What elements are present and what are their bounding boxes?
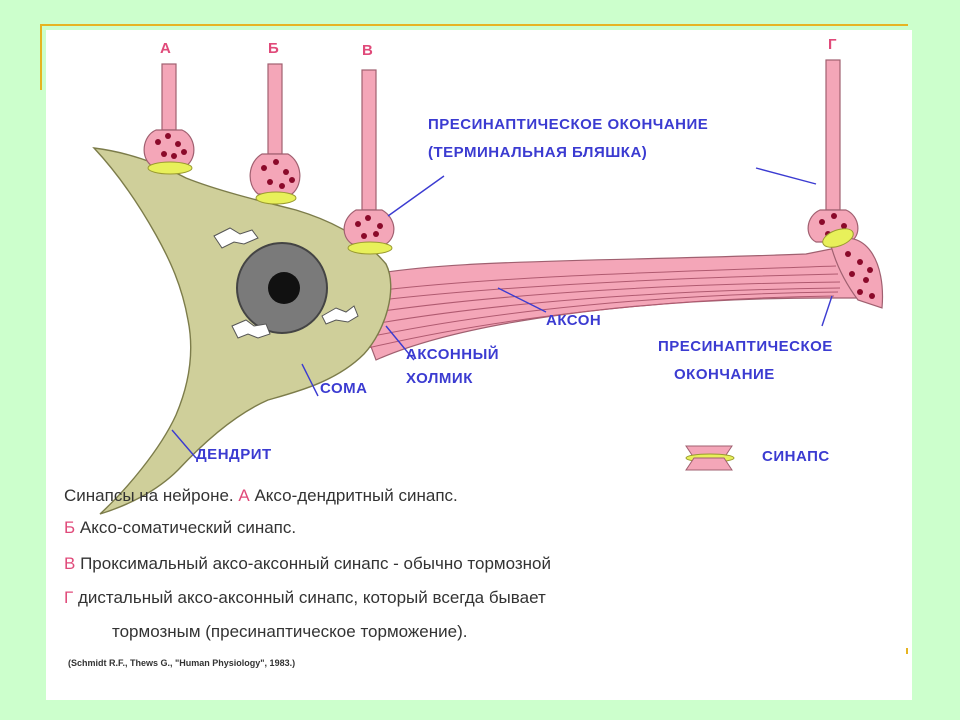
label-presynaptic-ending-2: (ТЕРМИНАЛЬНАЯ БЛЯШКА) xyxy=(428,144,648,161)
label-letter-a: А xyxy=(160,40,171,57)
caption-line-2-rest: Аксо-соматический синапс. xyxy=(79,518,297,537)
caption-line-4: Г дистальный аксо-аксонный синапс, котор… xyxy=(64,588,546,608)
label-axon: АКСОН xyxy=(546,312,602,329)
label-presynaptic-right-2: ОКОНЧАНИЕ xyxy=(674,366,775,383)
organelles xyxy=(213,227,359,339)
caption-line-5: тормозным (пресинаптическое торможение). xyxy=(112,622,468,641)
label-letter-g: Г xyxy=(828,36,837,53)
label-dendrite: ДЕНДРИТ xyxy=(196,446,272,463)
caption-line-3-rest: Проксимальный аксо-аксонный синапс - обы… xyxy=(80,554,551,573)
label-synapse-legend: СИНАПС xyxy=(762,448,830,465)
label-axon-hillock-1: АКСОННЫЙ xyxy=(406,346,500,363)
axon-fibers xyxy=(361,265,841,349)
vesicles xyxy=(155,133,875,299)
frame-right-mark xyxy=(906,648,908,654)
synapse-clefts xyxy=(147,161,854,255)
caption-line-3: В Проксимальный аксо-аксонный синапс - о… xyxy=(64,554,551,574)
caption-line-1-rest: Аксо-дендритный синапс. xyxy=(254,486,458,505)
caption-line-2: Б Аксо-соматический синапс. xyxy=(64,518,296,538)
label-soma: СОМА xyxy=(320,380,368,397)
synapse-legend-icon xyxy=(685,445,735,471)
label-presynaptic-right-1: ПРЕСИНАПТИЧЕСКОЕ xyxy=(658,338,833,355)
pointer-lines xyxy=(171,167,833,459)
label-axon-hillock-2: ХОЛМИК xyxy=(406,370,473,387)
caption-line-1-text: Синапсы на нейроне. xyxy=(64,486,234,505)
label-presynaptic-ending-1: ПРЕСИНАПТИЧЕСКОЕ ОКОНЧАНИЕ xyxy=(428,116,709,133)
caption-line-4-rest: дистальный аксо-аксонный синапс, который… xyxy=(77,588,546,607)
label-letter-v: В xyxy=(362,42,373,59)
frame-left-line xyxy=(40,24,42,90)
caption-line-2-letter: Б xyxy=(64,518,76,537)
caption-reference: (Schmidt R.F., Thews G., "Human Physiolo… xyxy=(68,658,296,668)
caption-line-1-letter: А xyxy=(238,486,250,505)
diagram-panel: А Б В Г ПРЕСИНАПТИЧЕСКОЕ ОКОНЧАНИЕ (ТЕРМ… xyxy=(46,30,912,700)
frame-top-line xyxy=(40,24,908,26)
caption-line-4-letter: Г xyxy=(64,588,74,607)
label-letter-b: Б xyxy=(268,40,279,57)
caption-line-3-letter: В xyxy=(64,554,76,573)
neuron-diagram xyxy=(92,59,884,515)
nucleolus xyxy=(268,272,300,304)
caption-line-1: Синапсы на нейроне. А Аксо-дендритный си… xyxy=(64,486,458,506)
presynaptic-stems xyxy=(161,59,841,211)
